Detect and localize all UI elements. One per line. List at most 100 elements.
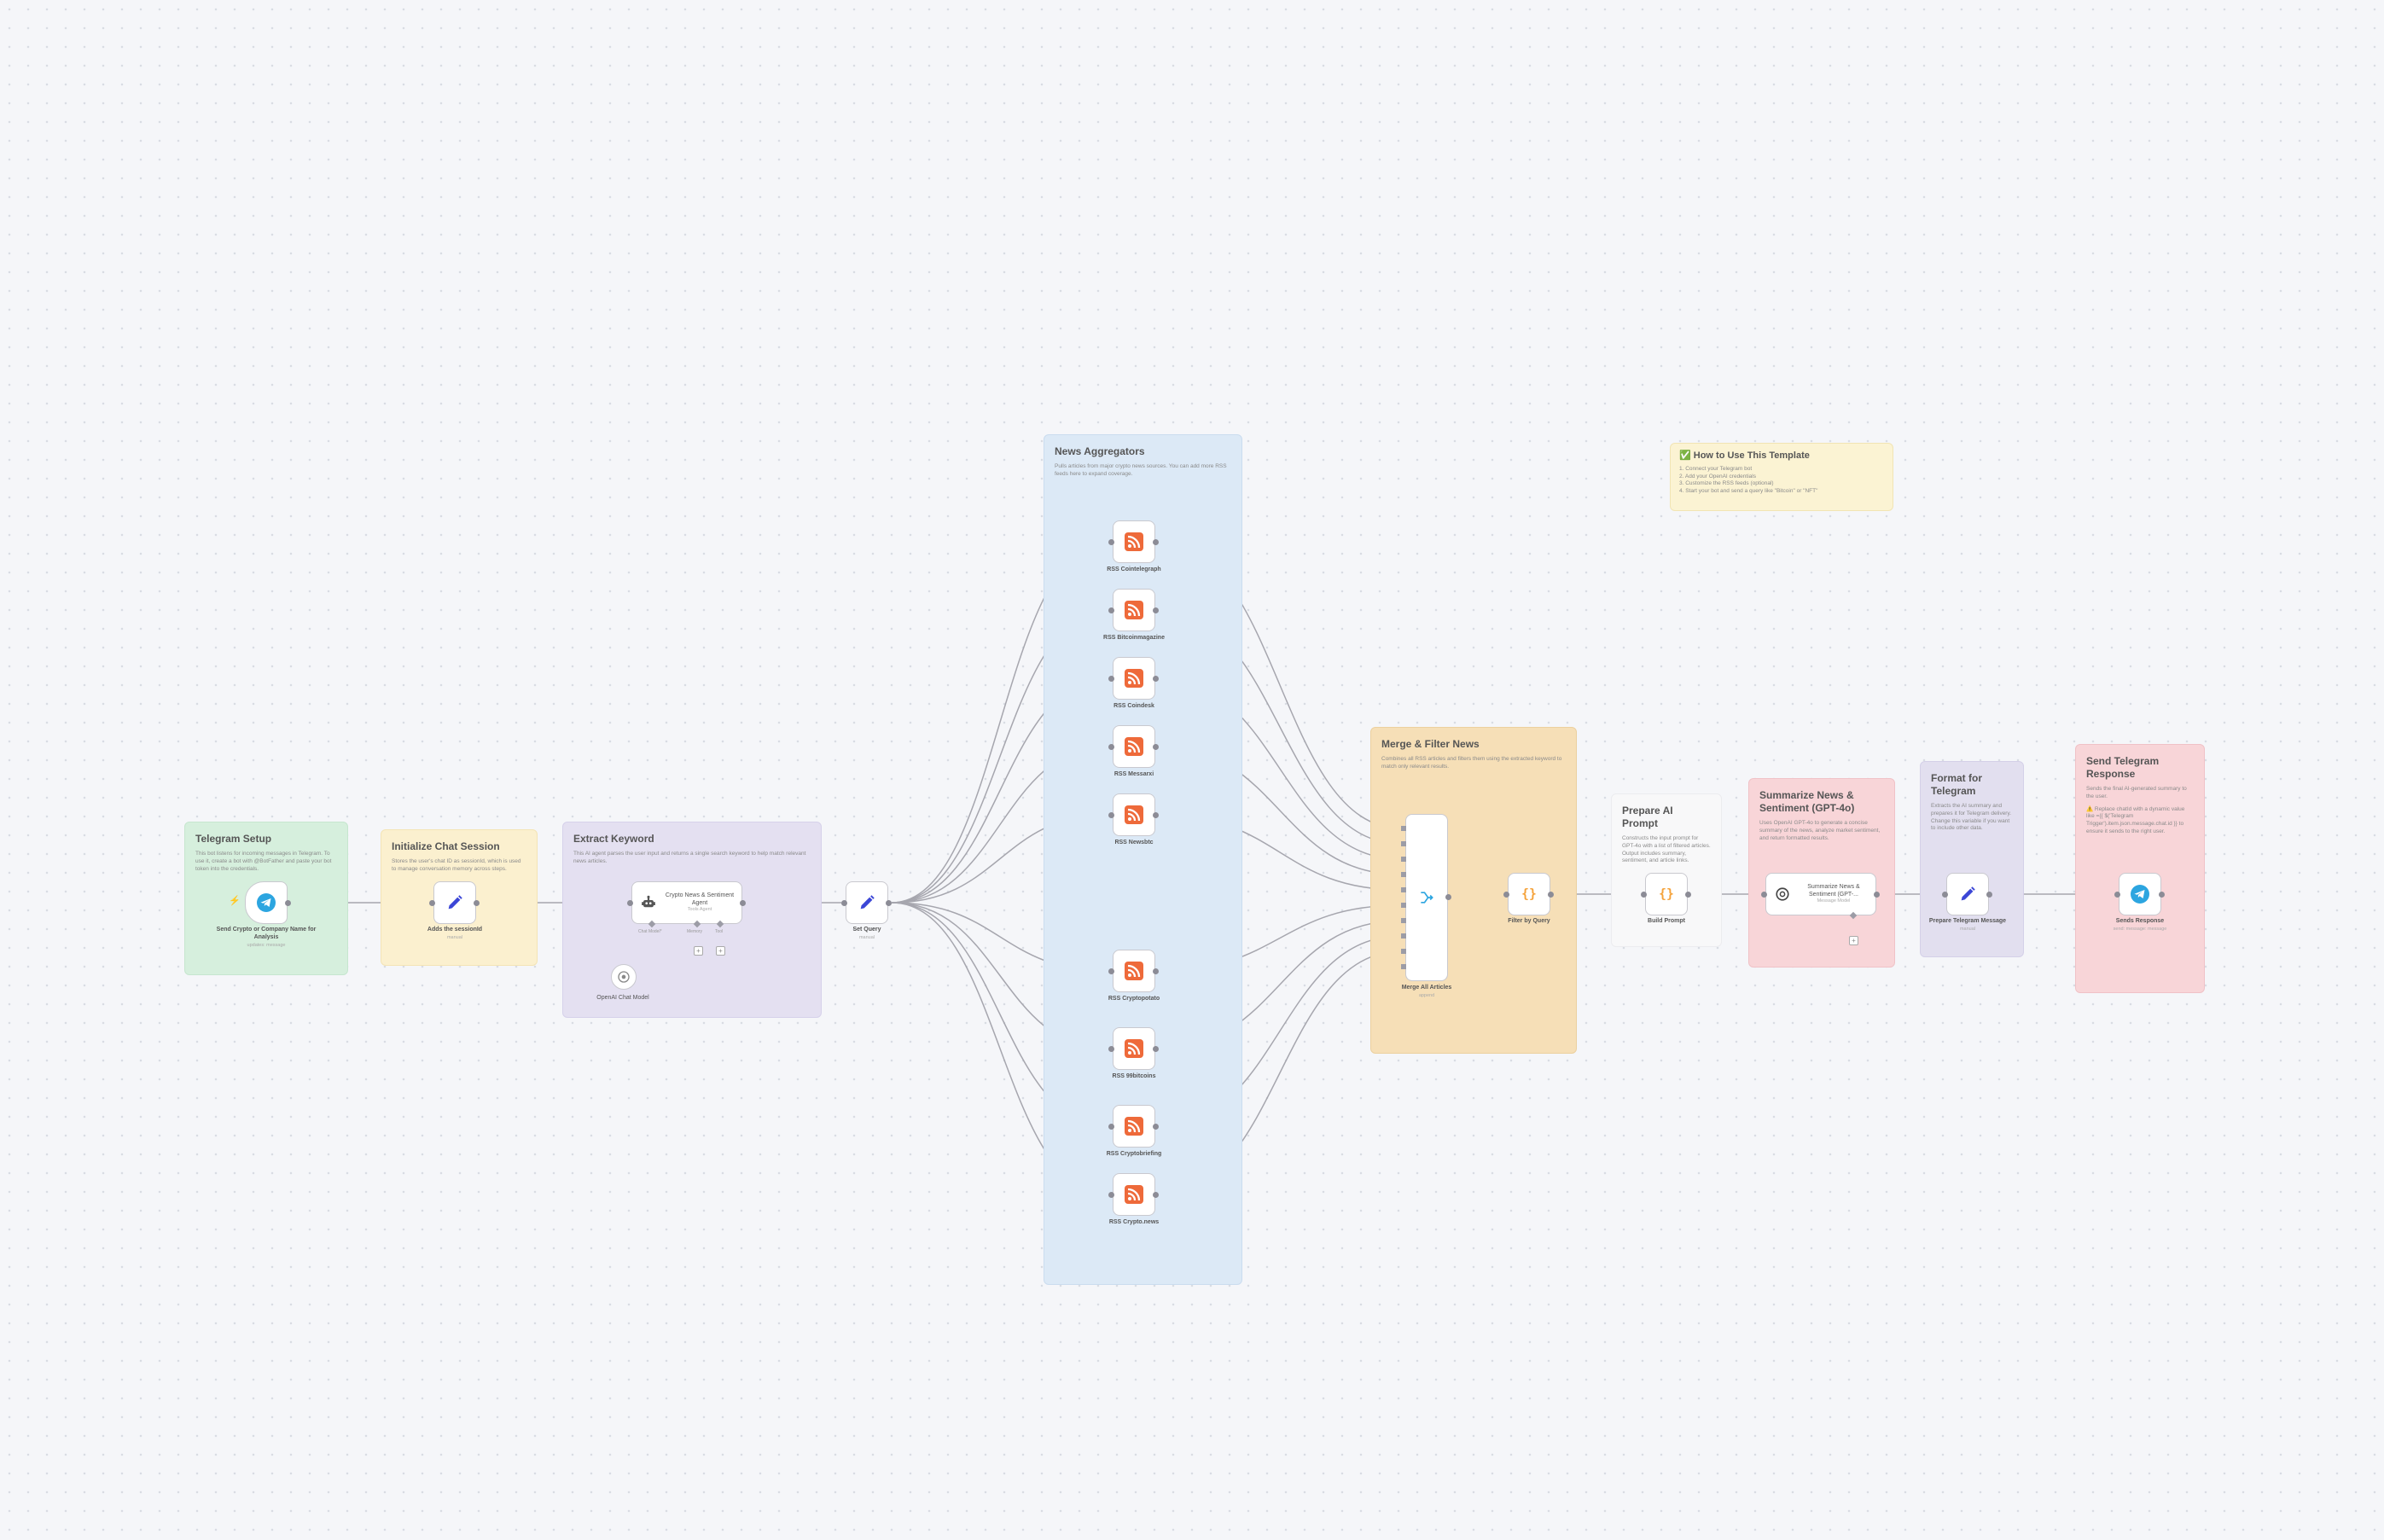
merge-input-port[interactable] — [1401, 826, 1406, 831]
sticky-how-to-use[interactable]: ✅ How to Use This Template 1. Connect yo… — [1670, 443, 1893, 511]
merge-input-port[interactable] — [1401, 903, 1406, 908]
sticky-title: Telegram Setup — [195, 833, 272, 845]
merge-input-port[interactable] — [1401, 872, 1406, 877]
input-port[interactable] — [841, 900, 847, 906]
node-label: RSS Coindesk — [1083, 703, 1185, 711]
merge-input-port[interactable] — [1401, 933, 1406, 939]
rss-feed-node[interactable] — [1113, 1173, 1155, 1216]
output-port[interactable] — [2159, 892, 2165, 898]
rss-feed-node[interactable] — [1113, 520, 1155, 563]
merge-input-port[interactable] — [1401, 964, 1406, 969]
input-port[interactable] — [1108, 539, 1114, 545]
rss-feed-node[interactable] — [1113, 725, 1155, 768]
rss-feed-node[interactable] — [1113, 1027, 1155, 1070]
output-port[interactable] — [1153, 1192, 1159, 1198]
input-port[interactable] — [1503, 892, 1509, 898]
sticky-send-response[interactable]: Send Telegram Response Sends the final A… — [2075, 744, 2205, 993]
sticky-prepare-prompt[interactable]: Prepare AI Prompt Constructs the input p… — [1611, 793, 1722, 947]
rss-feed-node[interactable] — [1113, 793, 1155, 836]
input-port[interactable] — [1108, 607, 1114, 613]
input-port[interactable] — [429, 900, 435, 906]
merge-input-port[interactable] — [1401, 949, 1406, 954]
build-prompt-node[interactable]: {} — [1645, 873, 1688, 915]
merge-input-port[interactable] — [1401, 887, 1406, 892]
sticky-title: Prepare AI Prompt — [1622, 805, 1673, 829]
input-port[interactable] — [1641, 892, 1647, 898]
pencil-icon — [1958, 885, 1977, 904]
output-port[interactable] — [285, 900, 291, 906]
sticky-text: This bot listens for incoming messages i… — [195, 851, 332, 872]
input-port[interactable] — [1942, 892, 1948, 898]
adds-session-node[interactable] — [433, 881, 476, 924]
output-port[interactable] — [1986, 892, 1992, 898]
output-port[interactable] — [1153, 744, 1159, 750]
svg-text:{}: {} — [1659, 887, 1674, 902]
output-port[interactable] — [1153, 607, 1159, 613]
input-port[interactable] — [1108, 1046, 1114, 1052]
node-label: Sends Response send: message: message — [2089, 918, 2191, 933]
output-port[interactable] — [1153, 812, 1159, 818]
ai-agent-node[interactable]: Crypto News & Sentiment Agent Tools Agen… — [631, 881, 742, 924]
node-title: RSS 99bitcoins — [1112, 1073, 1156, 1079]
prepare-telegram-message-node[interactable] — [1946, 873, 1989, 915]
code-icon: {} — [1520, 885, 1538, 904]
sticky-title: Send Telegram Response — [2086, 755, 2160, 780]
node-label: RSS Cointelegraph — [1083, 567, 1185, 574]
telegram-trigger-node[interactable] — [245, 881, 288, 924]
sticky-text: This AI agent parses the user input and … — [573, 851, 806, 864]
node-subtitle: manual — [1959, 926, 1976, 932]
output-port[interactable] — [1153, 1124, 1159, 1130]
telegram-icon — [256, 892, 276, 913]
merge-input-port[interactable] — [1401, 841, 1406, 846]
output-port[interactable] — [1445, 894, 1451, 900]
input-port[interactable] — [1108, 676, 1114, 682]
add-tool-button[interactable]: + — [716, 946, 725, 956]
output-port[interactable] — [1548, 892, 1554, 898]
add-tool-button[interactable]: + — [1849, 936, 1858, 945]
input-port[interactable] — [1108, 1192, 1114, 1198]
node-label: RSS Crypto.news — [1083, 1219, 1185, 1227]
output-port[interactable] — [1685, 892, 1691, 898]
summarize-gpt-node[interactable]: Summarize News & Sentiment (GPT-... Mess… — [1765, 873, 1876, 915]
rss-feed-node[interactable] — [1113, 589, 1155, 631]
node-label: Filter by Query — [1478, 918, 1580, 926]
port-label: Tool — [715, 929, 724, 934]
node-label: Set Query manual — [816, 927, 918, 941]
sticky-format-telegram[interactable]: Format for Telegram Extracts the AI summ… — [1920, 761, 2024, 957]
input-port[interactable] — [1108, 744, 1114, 750]
input-port[interactable] — [2114, 892, 2120, 898]
output-port[interactable] — [1153, 1046, 1159, 1052]
node-title: Merge All Articles — [1401, 985, 1452, 991]
input-port[interactable] — [1108, 968, 1114, 974]
node-subtitle: Tools Agent — [687, 907, 712, 913]
output-port[interactable] — [1153, 968, 1159, 974]
output-port[interactable] — [886, 900, 892, 906]
output-port[interactable] — [1874, 892, 1880, 898]
rss-feed-node[interactable] — [1113, 657, 1155, 700]
trigger-bolt-icon: ⚡ — [229, 896, 241, 906]
output-port[interactable] — [1153, 676, 1159, 682]
node-label: RSS Bitcoinmagazine — [1083, 635, 1185, 642]
merge-all-articles-node[interactable] — [1405, 814, 1448, 981]
openai-chat-model-node[interactable] — [611, 964, 637, 990]
add-memory-button[interactable]: + — [694, 946, 703, 956]
filter-by-query-node[interactable]: {} — [1508, 873, 1550, 915]
sends-response-node[interactable] — [2119, 873, 2161, 915]
input-port[interactable] — [1108, 1124, 1114, 1130]
sticky-title: Extract Keyword — [573, 833, 654, 845]
rss-feed-node[interactable] — [1113, 950, 1155, 992]
sticky-text: Constructs the input prompt for GPT-4o w… — [1622, 835, 1711, 864]
output-port[interactable] — [1153, 539, 1159, 545]
sticky-title: Format for Telegram — [1931, 772, 1982, 797]
input-port[interactable] — [1108, 812, 1114, 818]
merge-input-port[interactable] — [1401, 918, 1406, 923]
output-port[interactable] — [740, 900, 746, 906]
how-to-step: 1. Connect your Telegram bot — [1679, 465, 1753, 472]
set-query-node[interactable] — [846, 881, 888, 924]
input-port[interactable] — [627, 900, 633, 906]
rss-feed-node[interactable] — [1113, 1105, 1155, 1148]
input-port[interactable] — [1761, 892, 1767, 898]
output-port[interactable] — [474, 900, 480, 906]
merge-input-port[interactable] — [1401, 857, 1406, 862]
